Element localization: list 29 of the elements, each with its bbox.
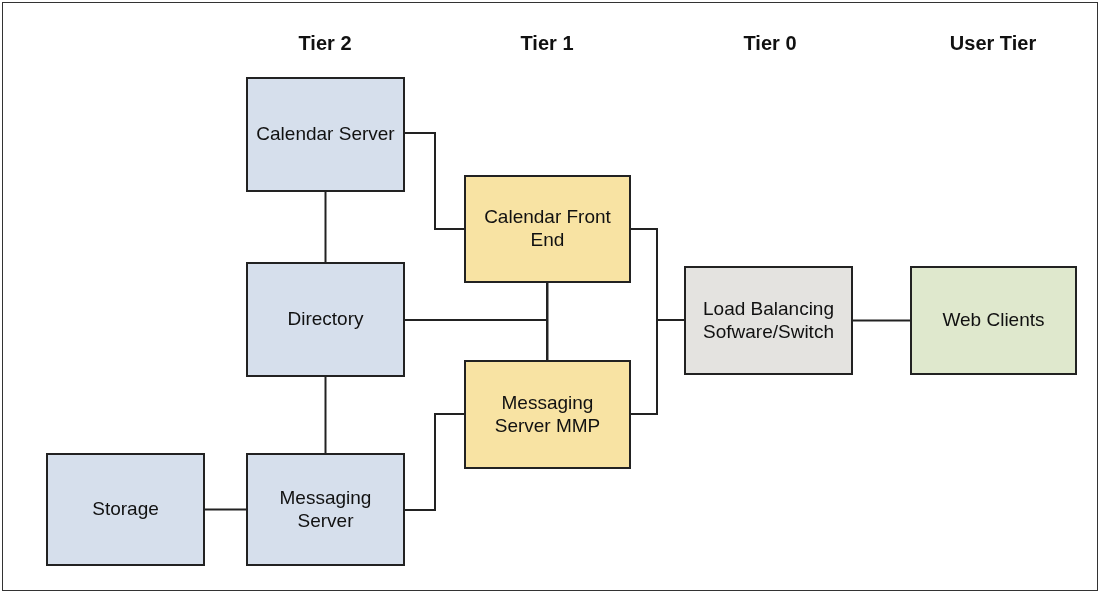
server-box — [246, 262, 405, 377]
node-label: Directory — [287, 308, 364, 331]
connector-line — [204, 508, 247, 511]
connector-line — [630, 319, 685, 415]
node-label: Web Clients — [942, 309, 1045, 332]
connector-line — [852, 319, 911, 322]
connector-line — [404, 413, 465, 511]
node-label: Calendar Server — [256, 123, 395, 146]
tier-heading: User Tier — [948, 32, 1038, 55]
node-label: Storage — [92, 498, 159, 521]
server-box — [464, 175, 631, 283]
node-label: Messaging Server MMP — [493, 391, 602, 438]
server-box — [246, 453, 405, 566]
node-label: Calendar Front End — [483, 206, 612, 252]
node-label: Messaging Server — [278, 486, 373, 533]
tier-heading: Tier 2 — [297, 32, 353, 55]
server-box — [910, 266, 1077, 375]
node-label: Load Balancing Sofware/Switch — [702, 297, 835, 344]
connector-line — [404, 319, 548, 361]
connector-line — [324, 376, 327, 454]
tier-heading: Tier 0 — [742, 32, 798, 55]
server-box — [246, 77, 405, 192]
server-box — [46, 453, 205, 566]
connector-line — [324, 191, 327, 263]
tier-heading: Tier 1 — [519, 32, 575, 55]
server-box — [464, 360, 631, 469]
server-box — [684, 266, 853, 375]
connector-line — [546, 282, 549, 361]
connector-line — [404, 132, 465, 230]
